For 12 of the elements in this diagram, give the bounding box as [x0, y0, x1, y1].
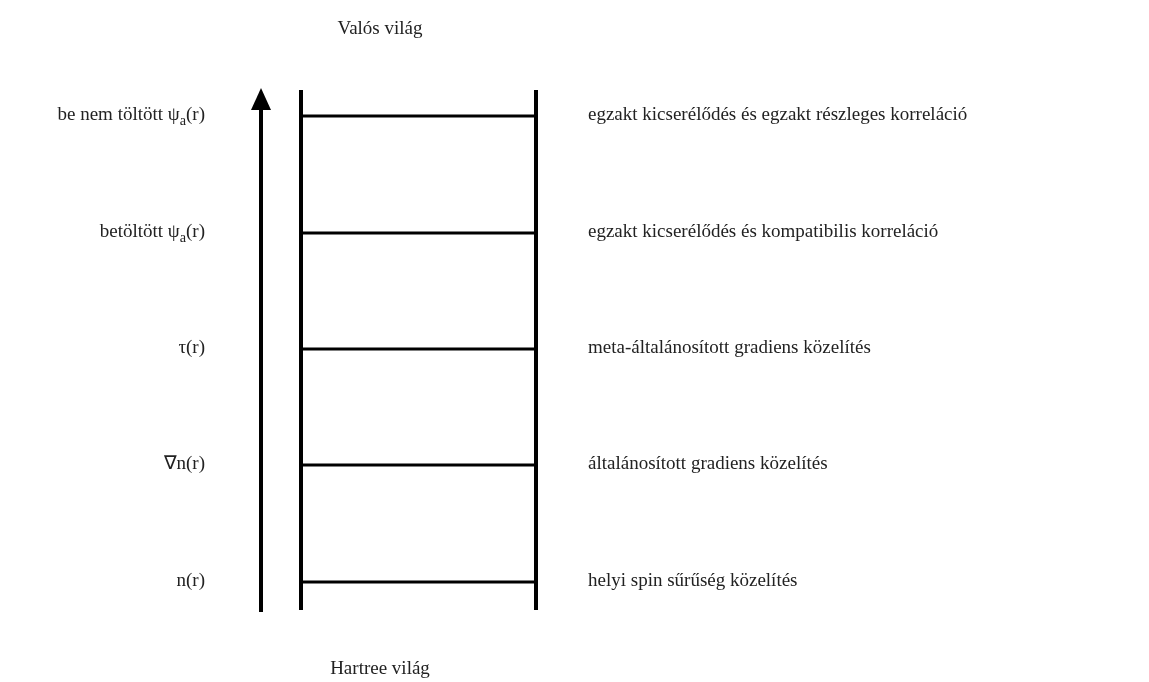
rung-label: egzakt kicserélődés és egzakt részleges korreláció: [588, 102, 968, 126]
variable-label: ∇n(r): [163, 451, 205, 475]
rung-label: egzakt kicserélődés és kompatibilis korreláció: [588, 219, 939, 243]
variable-label: be nem töltött ψ$_{a}$(r): [57, 102, 205, 130]
variable-label: τ(r): [178, 335, 205, 359]
heading: Hartree világ: [330, 656, 430, 680]
rung-label: általánosított gradiens közelítés: [588, 451, 828, 475]
heading: Valós világ: [337, 16, 423, 40]
variable-label: betöltött ψ$_{a}$(r): [99, 219, 205, 247]
variable-label: n(r): [176, 568, 205, 592]
rung-label: helyi spin sűrűség közelítés: [588, 568, 798, 592]
rung-label: meta-általánosított gradiens közelítés: [588, 335, 871, 359]
